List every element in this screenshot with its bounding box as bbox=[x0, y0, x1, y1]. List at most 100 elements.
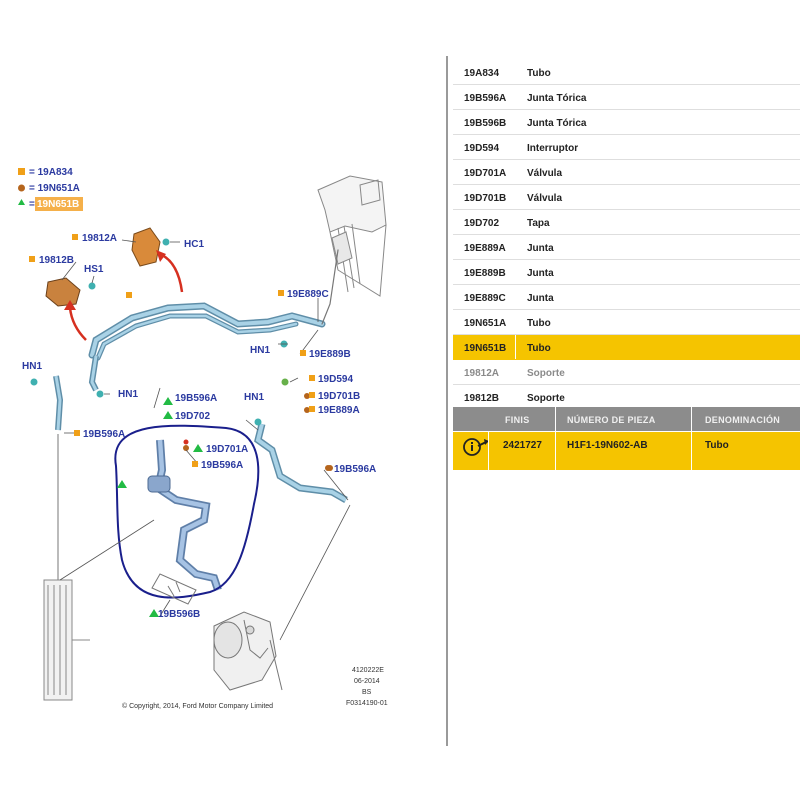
stamp-line-1: 4120222E bbox=[352, 667, 384, 674]
part-code: 19A834 bbox=[464, 68, 500, 79]
leader-lines bbox=[59, 239, 351, 641]
part-name: Junta Tórica bbox=[527, 93, 587, 104]
part-row-19D594[interactable]: 19D594 Interruptor bbox=[453, 135, 800, 160]
part-code: 19D701B bbox=[464, 193, 507, 204]
label-19B596A-1[interactable]: 19B596A bbox=[175, 393, 217, 404]
part-row-19E889B[interactable]: 19E889B Junta bbox=[453, 260, 800, 285]
part-row-19D702[interactable]: 19D702 Tapa bbox=[453, 210, 800, 235]
label-19B596B[interactable]: 19B596B bbox=[158, 609, 200, 620]
part-code: 19D702 bbox=[464, 218, 500, 229]
part-name: Junta bbox=[527, 268, 554, 279]
part-name: Válvula bbox=[527, 193, 563, 204]
part-name: Soporte bbox=[527, 368, 565, 379]
header-denomination: DENOMINACIÓN bbox=[705, 415, 781, 425]
label-19812B[interactable]: 19812B bbox=[39, 255, 74, 266]
label-19B596A-3[interactable]: 19B596A bbox=[83, 429, 125, 440]
part-code: 19812B bbox=[464, 393, 500, 404]
legend-19N651A[interactable]: = 19N651A bbox=[29, 183, 80, 194]
part-row-19D701B[interactable]: 19D701B Válvula bbox=[453, 185, 800, 210]
legend-highlight-box bbox=[35, 197, 83, 211]
part-row-19D701A[interactable]: 19D701A Válvula bbox=[453, 160, 800, 185]
legend-eq: = bbox=[29, 199, 35, 210]
label-19E889A[interactable]: 19E889A bbox=[318, 405, 360, 416]
part-name: Tapa bbox=[527, 218, 550, 229]
part-name: Junta Tórica bbox=[527, 118, 587, 129]
part-name: Tubo bbox=[527, 68, 551, 79]
label-HN1-c[interactable]: HN1 bbox=[118, 389, 138, 400]
legend: = 19A834 = 19N651A = 19N651B bbox=[18, 167, 83, 211]
bracket-19812B-drawing bbox=[45, 277, 96, 307]
stamp-line-4: F0314190-01 bbox=[346, 700, 388, 707]
copyright-text: © Copyright, 2014, Ford Motor Company Li… bbox=[122, 702, 273, 710]
detail-table-header: FINIS NÚMERO DE PIEZA DENOMINACIÓN bbox=[453, 407, 800, 431]
part-name: Interruptor bbox=[527, 143, 579, 154]
pipe-19N651B-drawing[interactable] bbox=[114, 397, 260, 617]
detail-row[interactable]: 2421727 H1F1-19N602-AB Tubo bbox=[453, 432, 800, 470]
red-arrow-2 bbox=[68, 307, 87, 341]
part-code: 19B596A bbox=[464, 93, 507, 104]
legend-19A834[interactable]: = 19A834 bbox=[29, 167, 73, 178]
label-19D594[interactable]: 19D594 bbox=[318, 374, 353, 385]
pipe-bracket-drawing bbox=[151, 573, 197, 605]
part-name: Soporte bbox=[527, 393, 565, 404]
red-arrow-1 bbox=[159, 252, 184, 293]
part-code: 19N651A bbox=[464, 318, 507, 329]
info-arrow-icon[interactable] bbox=[462, 436, 492, 458]
legend-circle-icon bbox=[18, 184, 25, 192]
part-code: 19B596B bbox=[464, 118, 507, 129]
label-19E889C[interactable]: 19E889C bbox=[287, 289, 329, 300]
part-row-19B596B[interactable]: 19B596B Junta Tórica bbox=[453, 110, 800, 135]
pipe-left-drawing bbox=[30, 340, 288, 580]
part-name: Junta bbox=[527, 293, 554, 304]
detail-denomination: Tubo bbox=[705, 440, 729, 451]
part-code: 19E889A bbox=[464, 243, 506, 254]
part-row-19B596A[interactable]: 19B596A Junta Tórica bbox=[453, 85, 800, 110]
part-code: 19E889C bbox=[464, 293, 506, 304]
part-code: 19D594 bbox=[464, 143, 500, 154]
detail-finis: 2421727 bbox=[503, 440, 542, 451]
label-HN1-a[interactable]: HN1 bbox=[250, 345, 270, 356]
drawing-stamp: 4120222E 06-2014 BS F0314190-01 bbox=[346, 667, 388, 707]
part-code: 19812A bbox=[464, 368, 500, 379]
label-HN1-b[interactable]: HN1 bbox=[22, 361, 42, 372]
label-19D701B[interactable]: 19D701B bbox=[318, 391, 360, 402]
part-labels: 19812A HC1 19812B HS1 19E889C HN1 19E889… bbox=[22, 233, 376, 620]
part-code: 19D701A bbox=[464, 168, 507, 179]
bracket-19812A-drawing bbox=[131, 227, 170, 267]
label-HC1[interactable]: HC1 bbox=[184, 239, 204, 250]
detail-part-number: H1F1-19N602-AB bbox=[567, 440, 648, 451]
header-finis: FINIS bbox=[505, 415, 530, 425]
part-name: Tubo bbox=[527, 318, 551, 329]
compressor-drawing bbox=[213, 611, 283, 691]
label-19812A[interactable]: 19812A bbox=[82, 233, 117, 244]
part-code: 19E889B bbox=[464, 268, 506, 279]
stamp-line-3: BS bbox=[362, 689, 372, 696]
label-19B596A-4[interactable]: 19B596A bbox=[334, 464, 376, 475]
legend-square-icon bbox=[18, 168, 25, 175]
label-19D702[interactable]: 19D702 bbox=[175, 411, 210, 422]
pipe-19A834-drawing bbox=[88, 249, 339, 361]
row-separator bbox=[515, 335, 516, 359]
panel-divider bbox=[446, 56, 448, 746]
label-19E889B[interactable]: 19E889B bbox=[309, 349, 351, 360]
part-row-19N651A[interactable]: 19N651A Tubo bbox=[453, 310, 800, 335]
legend-19N651B[interactable]: 19N651B bbox=[37, 199, 79, 210]
part-row-19E889A[interactable]: 19E889A Junta bbox=[453, 235, 800, 260]
label-HS1[interactable]: HS1 bbox=[84, 264, 104, 275]
label-19B596A-2[interactable]: 19B596A bbox=[201, 460, 243, 471]
part-row-19A834[interactable]: 19A834 Tubo bbox=[453, 60, 800, 85]
label-19D701A[interactable]: 19D701A bbox=[206, 444, 248, 455]
part-name: Válvula bbox=[527, 168, 563, 179]
condenser-drawing bbox=[43, 579, 90, 701]
part-name: Tubo bbox=[527, 343, 551, 354]
label-HN1-d[interactable]: HN1 bbox=[244, 392, 264, 403]
part-row-19E889C[interactable]: 19E889C Junta bbox=[453, 285, 800, 310]
part-name: Junta bbox=[527, 243, 554, 254]
header-part-number: NÚMERO DE PIEZA bbox=[567, 415, 656, 425]
part-row-19812A[interactable]: 19812A Soporte bbox=[453, 360, 800, 385]
stamp-line-2: 06-2014 bbox=[354, 678, 380, 685]
parts-diagram: = 19A834 = 19N651A = 19N651B bbox=[18, 167, 388, 710]
legend-triangle-icon bbox=[18, 199, 25, 205]
